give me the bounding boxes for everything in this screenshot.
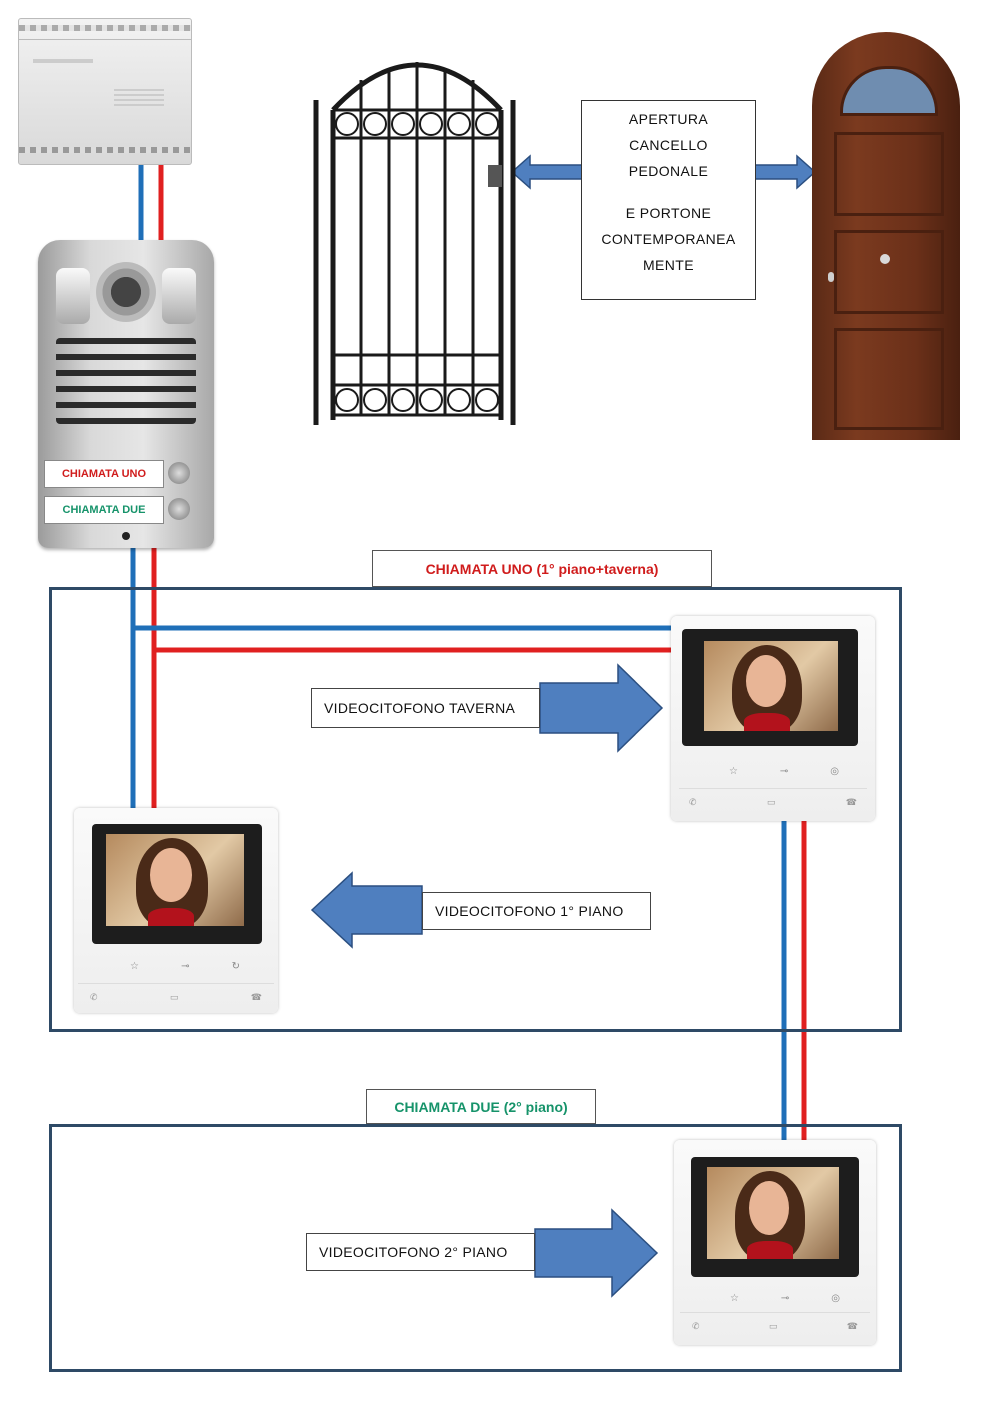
monitor-secondo-piano: ☆ ⊸ ◎ ✆ ▭ ☎ (674, 1140, 876, 1345)
call-one-label: CHIAMATA UNO (44, 460, 164, 488)
brand-mark: ▭ (766, 797, 776, 807)
call-two-button[interactable] (168, 498, 190, 520)
zone-call-one-label: CHIAMATA UNO (1° piano+taverna) (372, 550, 712, 587)
arrow-to-door (754, 154, 817, 190)
label-videocitofono-secondo: VIDEOCITOFONO 2° PIANO (306, 1233, 535, 1271)
monitor-keys: ☆ ⊸ ◎ (730, 1293, 840, 1304)
brand-mark: ▭ (169, 992, 179, 1002)
phone-icon[interactable]: ✆ (90, 992, 98, 1002)
camera-icon (96, 262, 156, 322)
zone-call-two-label: CHIAMATA DUE (2° piano) (366, 1089, 596, 1124)
call-two-label: CHIAMATA DUE (44, 496, 164, 524)
key-icon[interactable]: ⊸ (181, 961, 190, 972)
monitor-keys: ☆ ⊸ ↻ (130, 961, 240, 972)
star-icon[interactable]: ☆ (130, 961, 139, 972)
opening-description-box: APERTURA CANCELLO PEDONALE E PORTONE CON… (581, 100, 756, 300)
arrow-to-gate (510, 154, 584, 190)
label-videocitofono-primo: VIDEOCITOFONO 1° PIANO (422, 892, 651, 930)
speaker-grille (56, 338, 196, 424)
arrow-secondo (534, 1208, 659, 1298)
monitor-taverna: ☆ ⊸ ◎ ✆ ▭ ☎ (671, 616, 875, 821)
door-entry-panel: CHIAMATA UNO CHIAMATA DUE (38, 240, 214, 548)
opening-line-3: PEDONALE (628, 163, 709, 179)
opening-line-6: MENTE (643, 257, 694, 273)
key-icon[interactable]: ⊸ (780, 1293, 790, 1304)
hangup-icon[interactable]: ☎ (846, 1321, 858, 1331)
monitor-screen (704, 641, 838, 731)
monitor-screen (106, 834, 244, 926)
key-icon[interactable]: ⊸ (779, 766, 789, 777)
monitor-screen (707, 1167, 839, 1259)
opening-line-4: E PORTONE (625, 205, 712, 221)
eye-icon[interactable]: ◎ (830, 766, 839, 777)
monitor-primo-piano: ☆ ⊸ ↻ ✆ ▭ ☎ (74, 808, 278, 1013)
hangup-icon[interactable]: ☎ (845, 797, 857, 807)
monitor-keys: ☆ ⊸ ◎ (729, 766, 839, 777)
phone-icon[interactable]: ✆ (692, 1321, 700, 1331)
wooden-door (812, 32, 960, 440)
star-icon[interactable]: ☆ (729, 766, 738, 777)
phone-icon[interactable]: ✆ (689, 797, 697, 807)
zone-call-two (49, 1124, 902, 1372)
loop-icon[interactable]: ↻ (231, 961, 240, 972)
star-icon[interactable]: ☆ (730, 1293, 739, 1304)
brand-mark: ▭ (768, 1321, 778, 1331)
hangup-icon[interactable]: ☎ (250, 992, 262, 1002)
arrow-primo (310, 871, 423, 949)
opening-line-5: CONTEMPORANEA (601, 231, 736, 247)
arrow-taverna (539, 663, 664, 753)
power-supply-module (18, 18, 192, 165)
call-one-button[interactable] (168, 462, 190, 484)
opening-line-1: APERTURA (628, 111, 709, 127)
eye-icon[interactable]: ◎ (831, 1293, 840, 1304)
zone-call-one (49, 587, 902, 1032)
pedestrian-gate (313, 62, 516, 425)
label-videocitofono-taverna: VIDEOCITOFONO TAVERNA (311, 688, 540, 728)
opening-line-2: CANCELLO (629, 137, 708, 153)
